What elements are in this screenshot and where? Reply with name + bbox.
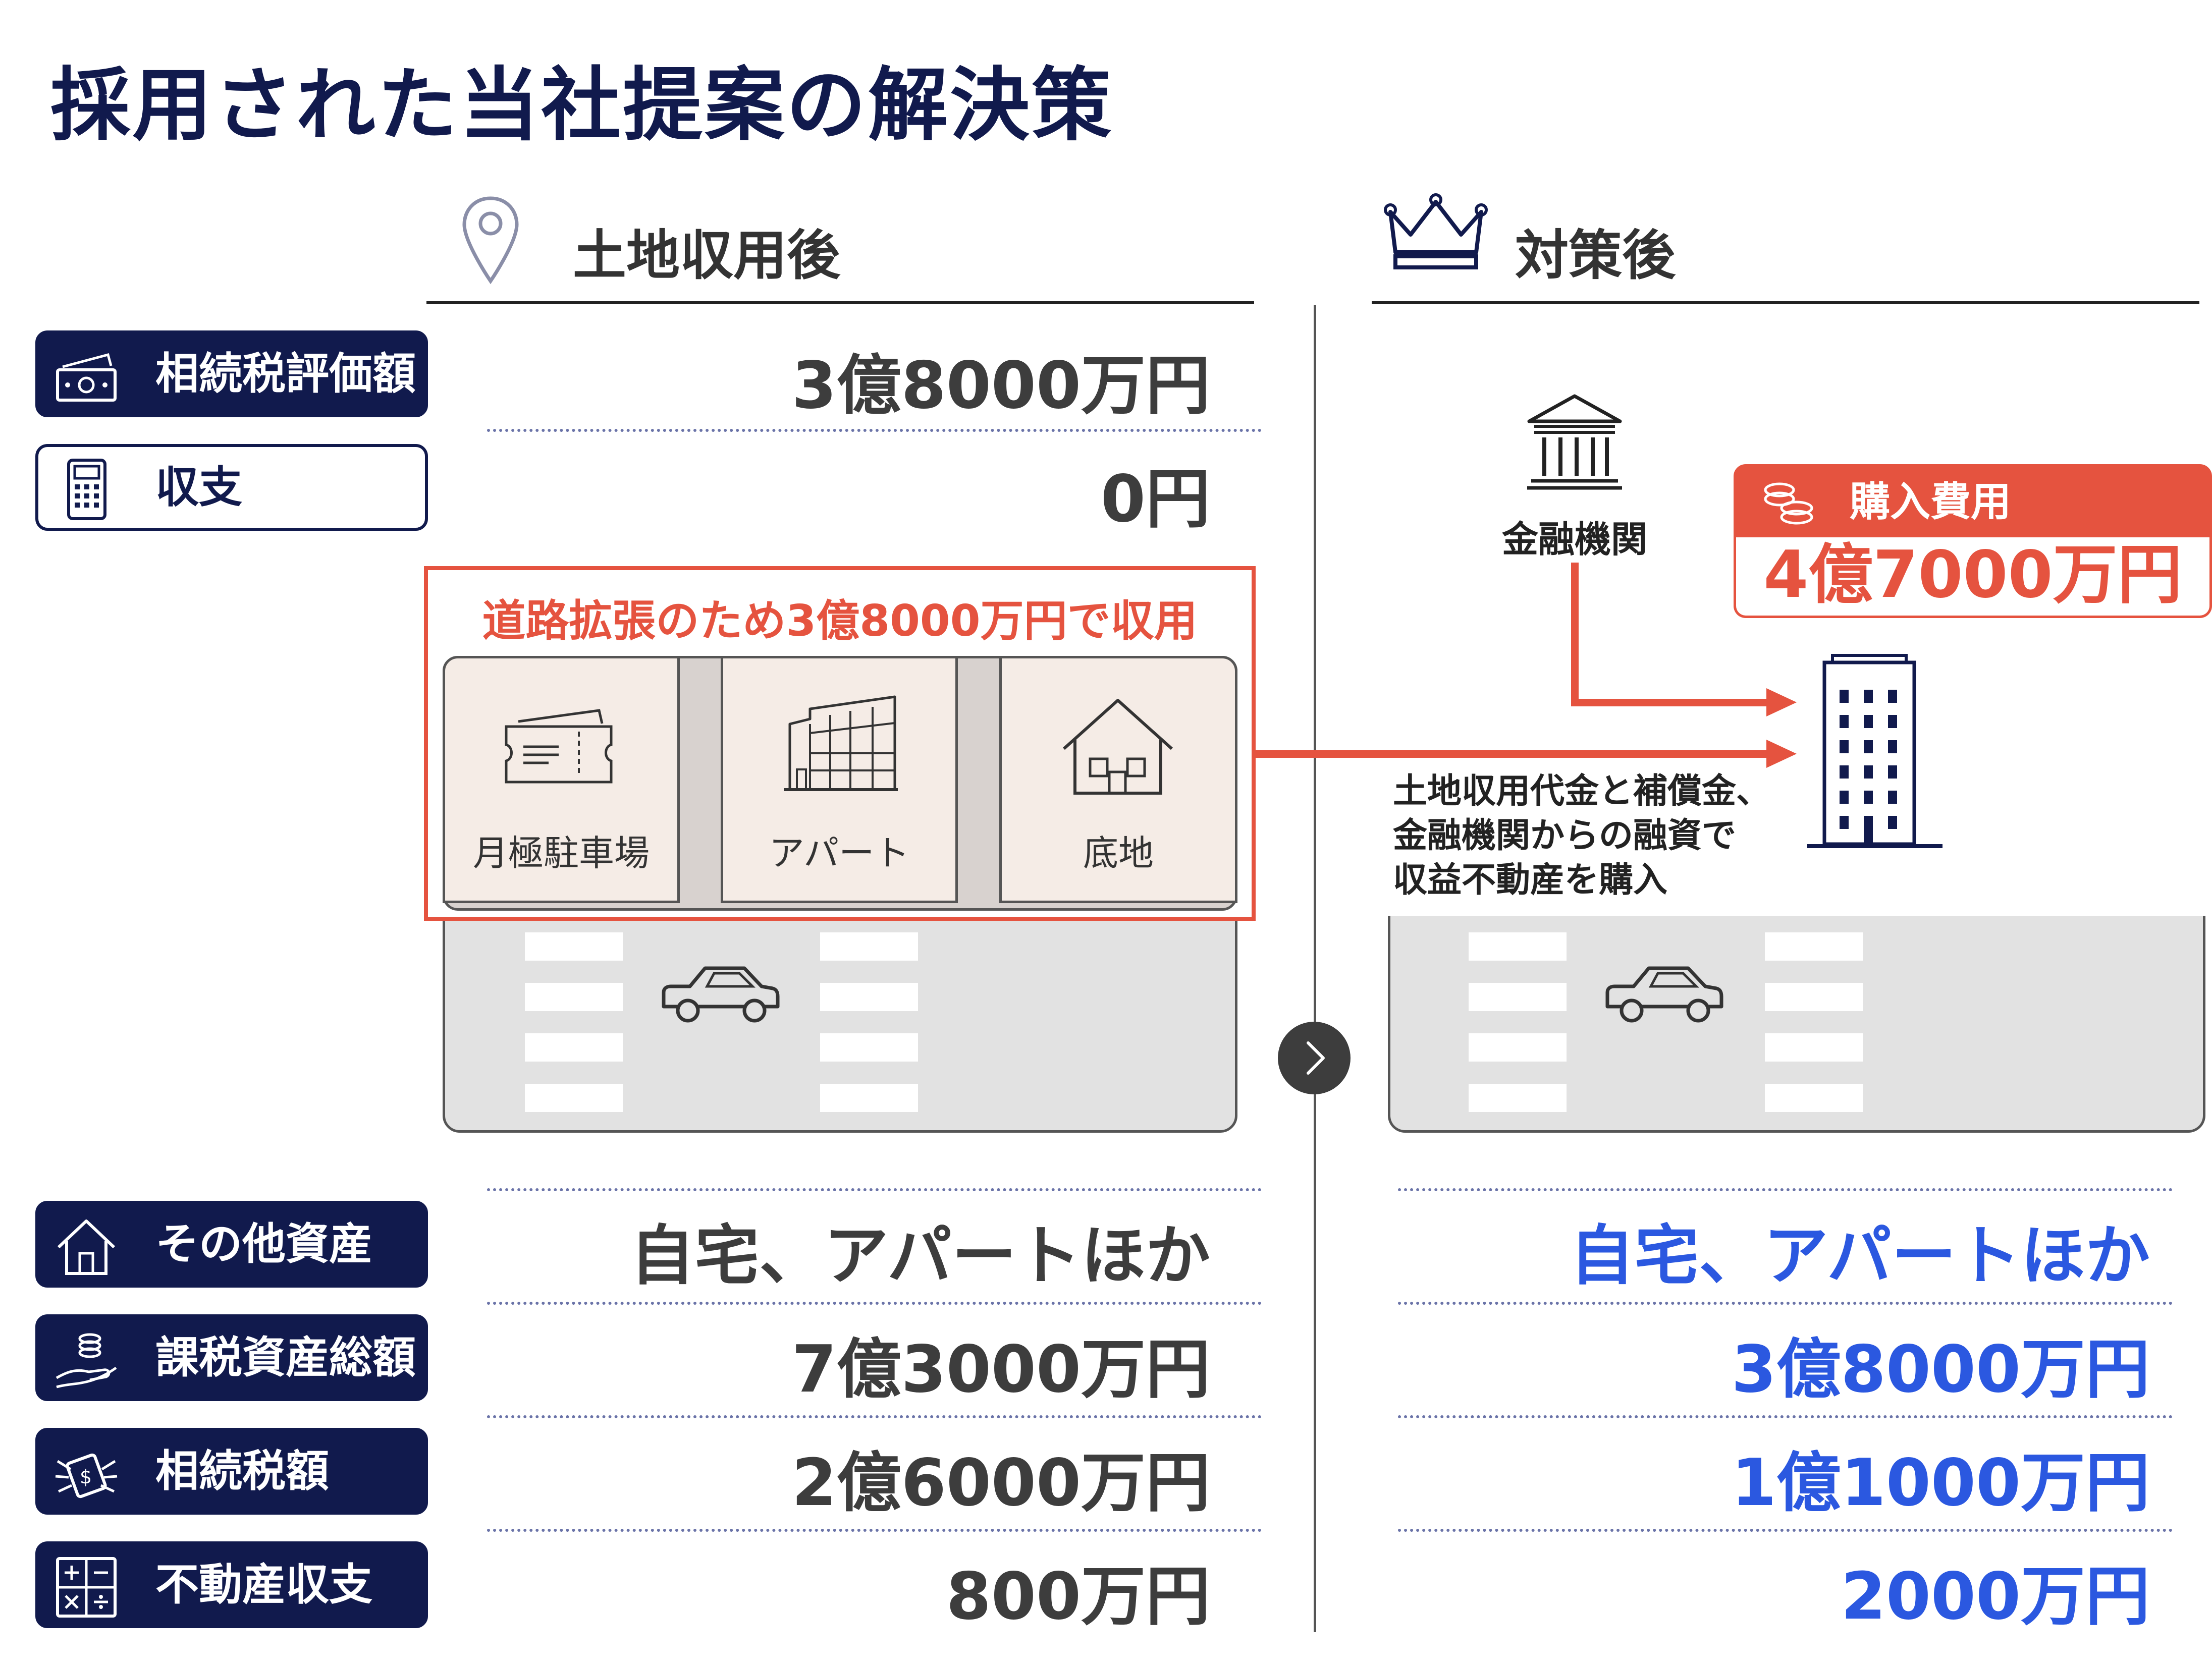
house-icon (1062, 699, 1173, 795)
funding-note: 土地収用代金と補償金、 金融機関からの融資で 収益不動産を購入 (1393, 769, 1770, 903)
road-marking (1469, 932, 1567, 961)
row-label-income: 収支 (35, 444, 428, 531)
row-label-text: その他資産 (155, 1219, 372, 1269)
arrow-shaft-main (1256, 750, 1776, 758)
row-label-inheritance-valuation: 相続税評価額 (35, 330, 428, 417)
arrow-shaft-bank-horizontal (1571, 699, 1776, 706)
row-label-other-assets: その他資産 (35, 1201, 428, 1288)
funding-note-line: 収益不動産を購入 (1393, 860, 1668, 900)
column-heading-before: 土地収用後 (573, 225, 840, 287)
road-marking (1765, 983, 1863, 1011)
road-marking (1765, 1033, 1863, 1062)
car-icon (662, 966, 780, 1023)
arrow-head-bank (1766, 688, 1797, 716)
road-marking (525, 932, 623, 961)
car-icon (1605, 966, 1723, 1023)
dotted-separator (1398, 1302, 2173, 1305)
header-underline-before (426, 301, 1254, 304)
funding-note-line: 土地収用代金と補償金、 (1393, 771, 1771, 811)
dotted-separator (487, 1188, 1262, 1191)
value-before-inheritance-tax: 2億6000万円 (791, 1446, 1210, 1521)
road-marking (525, 1084, 623, 1112)
math-symbols-icon (56, 1557, 117, 1618)
house-icon (57, 1219, 116, 1275)
money-bills-icon (56, 353, 117, 402)
road-marking (820, 1033, 918, 1062)
road-marking (820, 932, 918, 961)
plot-leased-land (999, 656, 1237, 903)
svg-text:$: $ (80, 1466, 92, 1488)
road-marking (525, 983, 623, 1011)
dotted-separator (1398, 1529, 2173, 1532)
purchase-cost-value: 4億7000万円 (1734, 537, 2212, 618)
plot-label: 月極駐車場 (473, 832, 650, 874)
column-heading-after: 対策後 (1515, 225, 1676, 287)
value-before-other-assets: 自宅、アパートほか (630, 1218, 1210, 1294)
plot-parking (443, 656, 680, 903)
parking-ticket-icon (505, 709, 613, 784)
dotted-separator (1398, 1188, 2173, 1191)
apartment-icon (784, 695, 898, 791)
calculator-icon (67, 459, 106, 520)
value-after-real-estate-income: 2000万円 (1841, 1559, 2150, 1634)
road-marking (1765, 932, 1863, 961)
value-before-real-estate-income: 800万円 (946, 1559, 1210, 1634)
road-marking (1469, 1084, 1567, 1112)
bank-icon (1527, 394, 1622, 490)
value-after-inheritance-tax: 1億1000万円 (1731, 1446, 2150, 1521)
coins-icon (1764, 482, 1813, 525)
plot-label: アパート (769, 832, 910, 874)
dotted-separator (1398, 1415, 2173, 1418)
plot-label: 底地 (1083, 832, 1154, 874)
row-label-text: 相続税額 (155, 1446, 329, 1496)
center-divider (1314, 305, 1316, 1632)
value-before-valuation: 3億8000万円 (791, 348, 1210, 423)
road-marking (1469, 1033, 1567, 1062)
road-marking (1469, 983, 1567, 1011)
arrow-head-main (1766, 740, 1797, 768)
value-after-taxable-assets: 3億8000万円 (1731, 1332, 2150, 1407)
map-pin-icon (462, 196, 519, 285)
purchase-cost-header: 購入費用 (1734, 464, 2212, 537)
road-marking (820, 983, 918, 1011)
row-label-text: 相続税評価額 (155, 349, 416, 399)
value-before-income: 0円 (1100, 462, 1210, 537)
page-title: 採用された当社提案の解決策 (50, 59, 1113, 152)
office-building-icon (1807, 654, 1943, 848)
road-marking (1765, 1084, 1863, 1112)
row-label-text: 課税資産総額 (155, 1332, 416, 1383)
bank-label: 金融機関 (1501, 518, 1647, 561)
value-after-other-assets: 自宅、アパートほか (1570, 1218, 2150, 1294)
expropriation-caption: 道路拡張のため3億8000万円で収用 (482, 596, 1198, 646)
dotted-separator (487, 1302, 1262, 1305)
row-label-text: 収支 (155, 462, 242, 513)
purchase-cost-label: 購入費用 (1850, 478, 2011, 525)
plot-apartment (721, 656, 958, 903)
header-underline-after (1372, 301, 2199, 304)
row-label-real-estate-income: 不動産収支 (35, 1541, 428, 1628)
crown-icon (1384, 193, 1488, 269)
hand-coins-icon (56, 1333, 117, 1389)
flying-money-icon: $ (55, 1453, 118, 1498)
road-marking (820, 1084, 918, 1112)
dotted-separator (487, 1415, 1262, 1418)
funding-note-line: 金融機関からの融資で (1393, 816, 1737, 856)
arrow-shaft-bank-vertical (1571, 563, 1579, 702)
value-before-taxable-assets: 7億3000万円 (791, 1332, 1210, 1407)
row-label-taxable-assets: 課税資産総額 (35, 1314, 428, 1401)
next-step-chevron-icon (1278, 1022, 1351, 1094)
dotted-separator (487, 1529, 1262, 1532)
row-label-inheritance-tax: $ 相続税額 (35, 1428, 428, 1515)
dotted-separator (487, 429, 1262, 432)
road-marking (525, 1033, 623, 1062)
row-label-text: 不動産収支 (155, 1560, 372, 1610)
